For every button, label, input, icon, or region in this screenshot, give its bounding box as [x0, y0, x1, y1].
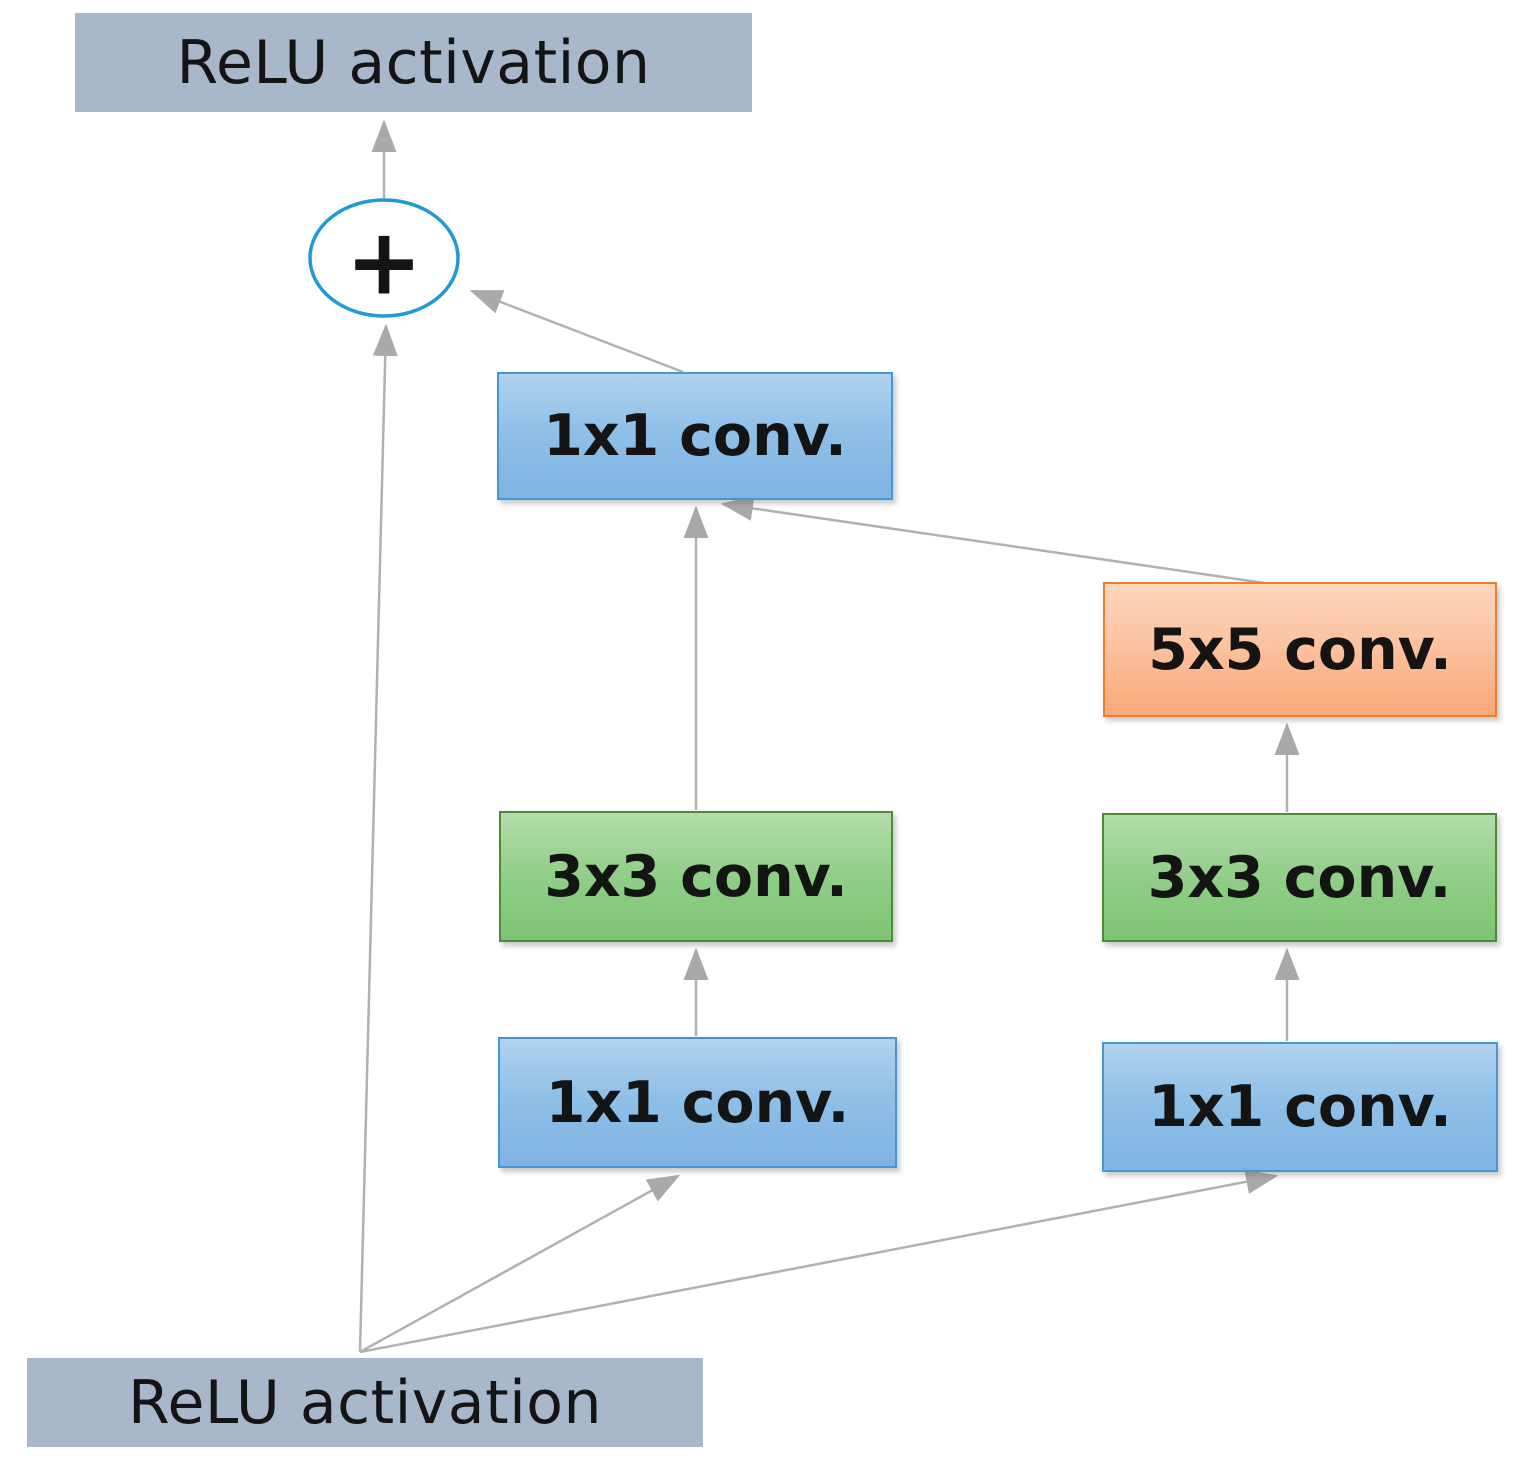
edge-input-activation-to-conv-1x1-right: [359, 1169, 1279, 1354]
output-activation-label: ReLU activation: [176, 27, 651, 98]
conv-5x5-box: 5x5 conv.: [1103, 582, 1497, 717]
conv-1x1-right-label: 1x1 conv.: [1148, 1074, 1452, 1140]
add-node-circle: [308, 198, 460, 318]
conv-1x1-left-box: 1x1 conv.: [498, 1037, 897, 1168]
conv-3x3-left-box: 3x3 conv.: [499, 811, 893, 942]
edge-conv-1x1-top-to-add: [469, 289, 684, 374]
conv-1x1-top-label: 1x1 conv.: [543, 403, 847, 469]
conv-3x3-right-box: 3x3 conv.: [1102, 813, 1497, 942]
conv-1x1-top-box: 1x1 conv.: [497, 372, 893, 500]
input-activation-label: ReLU activation: [128, 1367, 602, 1438]
input-activation-box: ReLU activation: [27, 1358, 703, 1447]
conv-5x5-label: 5x5 conv.: [1148, 616, 1452, 683]
edge-conv-5x5-to-conv-1x1-top: [720, 495, 1286, 588]
edge-input-activation-to-add: [358, 323, 398, 1353]
edge-input-activation-to-conv-1x1-left: [359, 1174, 681, 1354]
output-activation-box: ReLU activation: [75, 13, 752, 112]
conv-1x1-left-label: 1x1 conv.: [545, 1069, 850, 1136]
conv-3x3-left-label: 3x3 conv.: [544, 843, 848, 910]
conv-1x1-right-box: 1x1 conv.: [1102, 1042, 1498, 1172]
add-node-plus-label: +: [345, 209, 422, 316]
conv-3x3-right-label: 3x3 conv.: [1147, 844, 1452, 911]
